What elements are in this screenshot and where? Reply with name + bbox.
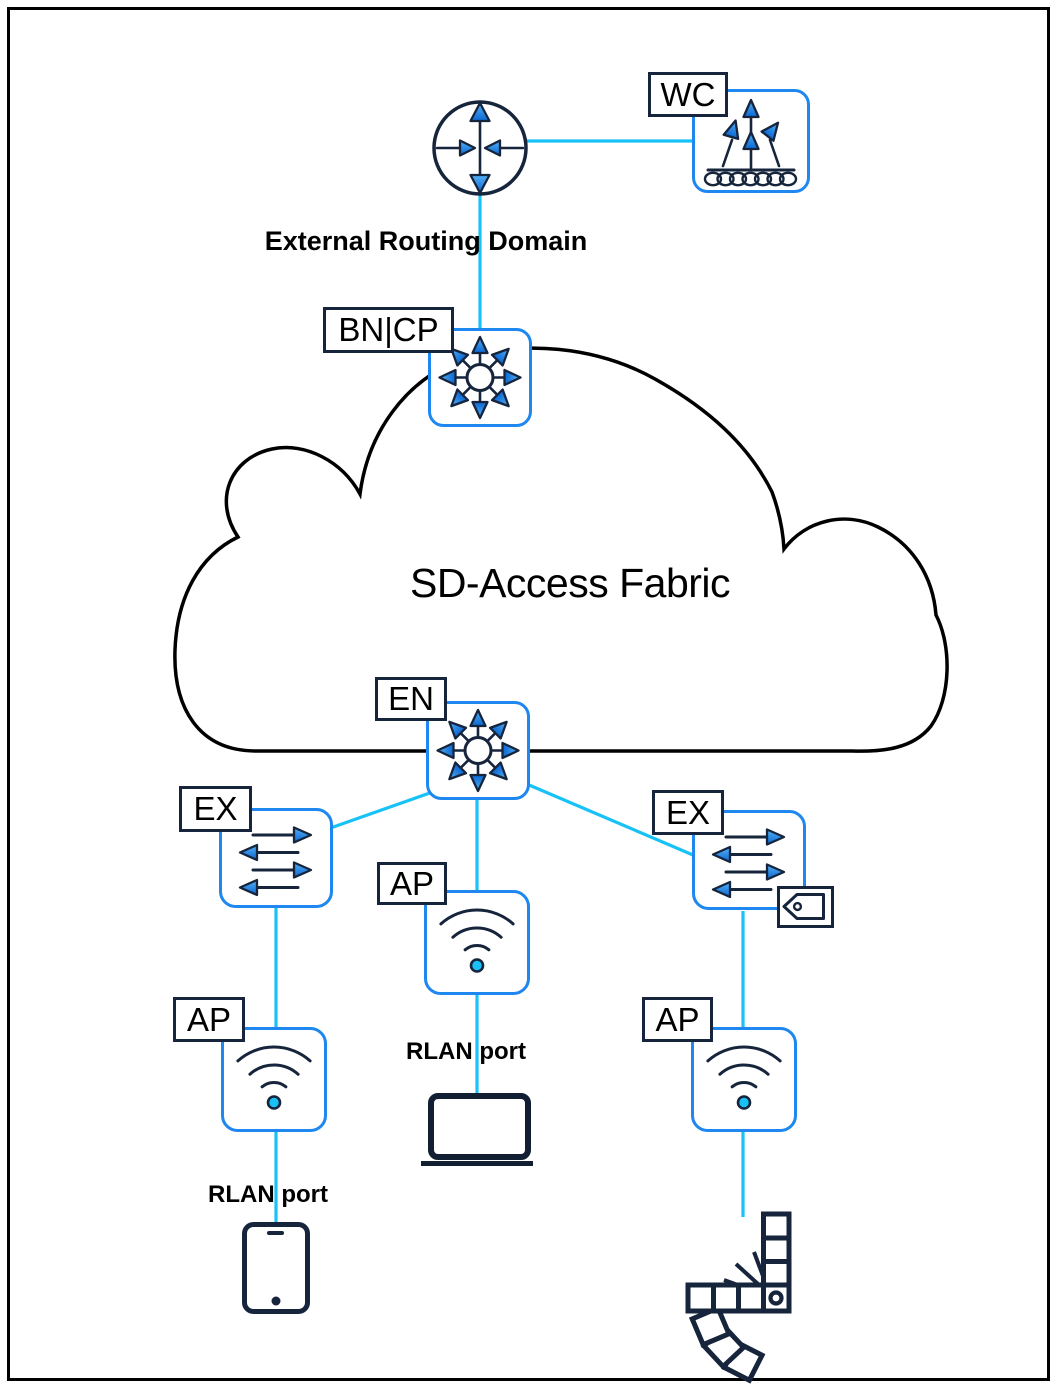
tablet-icon: [242, 1222, 310, 1314]
caption-rlan-port-middle: RLAN port: [406, 1038, 526, 1065]
node-label-ex-left-text: EX: [193, 790, 238, 827]
cloud-title: SD-Access Fabric: [409, 560, 731, 606]
page-border: [7, 7, 1050, 1381]
node-label-ap-right-text: AP: [655, 1000, 700, 1038]
node-label-ex-right: EX: [652, 790, 724, 835]
node-label-ap-middle-text: AP: [389, 864, 435, 902]
node-label-wc: WC: [648, 72, 728, 117]
wifi-ap-icon-left: [221, 1027, 327, 1132]
router-icon: [432, 100, 528, 196]
node-label-ap-left-text: AP: [186, 1000, 232, 1038]
wifi-ap-icon-middle: [424, 890, 530, 995]
node-label-ap-middle: AP: [377, 862, 447, 905]
laptop-icon: [421, 1093, 533, 1166]
node-label-bncp-text: BN|CP: [338, 311, 439, 348]
node-label-ex-left: EX: [179, 786, 252, 832]
node-label-bncp: BN|CP: [323, 307, 454, 353]
swatch-fan-icon: [685, 1211, 792, 1384]
node-label-en-text: EN: [388, 680, 434, 717]
node-label-ap-right: AP: [642, 997, 713, 1042]
node-label-wc-text: WC: [660, 75, 716, 113]
tag-icon: [777, 886, 834, 928]
caption-external-routing-domain: External Routing Domain: [264, 226, 588, 256]
sd-access-cloud: [173, 346, 949, 753]
node-label-ex-right-text: EX: [665, 793, 711, 831]
node-label-en: EN: [375, 677, 447, 721]
link-en-ex-left: [321, 786, 445, 833]
link-en-ex-right: [521, 780, 701, 860]
wifi-ap-icon-right: [691, 1027, 797, 1132]
caption-rlan-port-left: RLAN port: [208, 1181, 328, 1208]
node-label-ap-left: AP: [173, 997, 245, 1042]
